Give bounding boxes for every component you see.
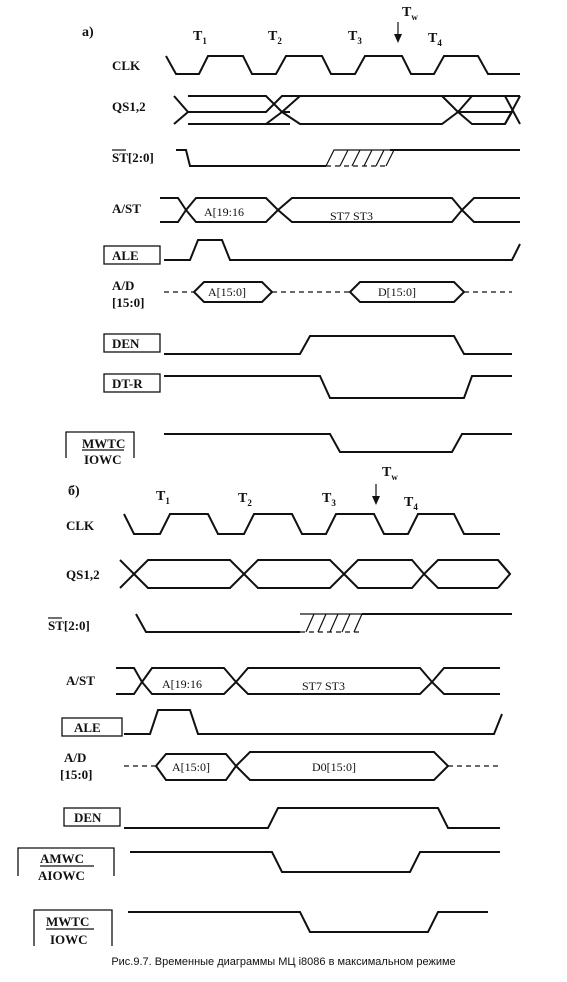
signal-label-clk: CLK <box>112 58 141 73</box>
ad-address-text-b: A[15:0] <box>172 760 210 774</box>
st-waveform-b <box>135 613 512 633</box>
ad-data-text-b: D0[15:0] <box>312 760 356 774</box>
signal-label-ast: A/ST <box>112 201 141 216</box>
ast-waveform <box>160 197 520 223</box>
qs-waveform <box>173 95 521 125</box>
ad-data-text: D[15:0] <box>378 285 416 299</box>
mwtc-waveform <box>164 433 512 453</box>
period-label-b-t1: T1 <box>156 489 170 506</box>
signal-label-b-clk: CLK <box>66 518 95 533</box>
ast-address-text: A[19:16 <box>204 205 244 219</box>
ale-frame-b <box>61 717 123 737</box>
ale-waveform-b <box>124 709 503 735</box>
figure-caption: Рис.9.7. Временные диаграммы МЦ i8086 в … <box>111 956 456 968</box>
period-label-t2: T2 <box>268 29 282 46</box>
ad-waveform <box>164 281 512 303</box>
signal-label-b-qs: QS1,2 <box>66 567 100 582</box>
wait-state-label-b: Tw <box>382 465 398 482</box>
signal-label-b-ast: A/ST <box>66 673 95 688</box>
signal-label-b-iowc: IOWC <box>50 932 88 947</box>
amwc-waveform <box>130 851 500 873</box>
signal-label-b-ale: ALE <box>74 720 101 735</box>
signal-label-dtr: DT-R <box>112 376 143 391</box>
period-label-t4: T4 <box>428 31 442 48</box>
ast-waveform-b <box>116 667 500 695</box>
period-label-b-t2: T2 <box>238 491 252 508</box>
signal-label-den: DEN <box>112 336 140 351</box>
qs-waveform-b <box>119 559 512 589</box>
den-frame <box>103 333 161 353</box>
st-waveform <box>176 149 520 167</box>
signal-label-ale: ALE <box>112 248 139 263</box>
period-label-b-t4: T4 <box>404 495 418 512</box>
signal-label-amwc: AMWC <box>40 851 84 866</box>
dtr-waveform <box>164 375 512 399</box>
ast-address-text-b: A[19:16 <box>162 677 202 691</box>
period-label-b-t3: T3 <box>322 491 336 508</box>
mwtc-waveform-b <box>128 911 488 933</box>
den-waveform <box>164 335 512 355</box>
ad-address-text: A[15:0] <box>208 285 246 299</box>
amwc-frame <box>17 847 115 876</box>
dtr-frame <box>103 373 161 393</box>
mwtc-frame <box>65 431 135 458</box>
signal-label-st: ST[2:0] <box>112 150 154 165</box>
signal-label-aiowc: AIOWC <box>38 868 85 883</box>
signal-label-b-st: ST[2:0] <box>48 618 90 633</box>
ast-status-text: ST7 ST3 <box>330 209 373 223</box>
signal-label-iowc: IOWC <box>84 452 122 467</box>
panel-a-label: а) <box>82 25 94 40</box>
period-label-t1: T1 <box>193 29 207 46</box>
signal-label-b-ad-range: [15:0] <box>60 767 93 782</box>
ad-waveform-b <box>124 751 500 781</box>
wait-state-arrow <box>394 22 402 43</box>
signal-label-b-den: DEN <box>74 810 102 825</box>
signal-label-ad-a-range: [15:0] <box>112 295 145 310</box>
ast-status-text-b: ST7 ST3 <box>302 679 345 693</box>
signal-label-ad-a: A/D <box>112 278 134 293</box>
den-frame-b <box>63 807 121 827</box>
signal-label-mwtc: MWTC <box>82 436 125 451</box>
ale-frame <box>103 245 161 265</box>
panel-b-label: б) <box>68 484 80 499</box>
signal-label-qs: QS1,2 <box>112 99 146 114</box>
mwtc-frame-b <box>33 909 113 946</box>
den-waveform-b <box>124 807 500 829</box>
clk-waveform-b <box>123 513 500 535</box>
period-label-t3: T3 <box>348 29 362 46</box>
wait-state-arrow-b <box>372 484 380 505</box>
clk-waveform <box>165 55 520 75</box>
signal-label-b-ad: A/D <box>64 750 86 765</box>
wait-state-label: Tw <box>402 5 418 22</box>
ale-waveform <box>164 239 521 261</box>
signal-label-b-mwtc: MWTC <box>46 914 89 929</box>
panel-a: а) T1 T2 T3 T4 Tw CLK QS1,2 <box>65 5 521 467</box>
panel-b: б) T1 T2 T3 T4 Tw CLK QS1,2 ST[2:0] <box>17 465 512 947</box>
